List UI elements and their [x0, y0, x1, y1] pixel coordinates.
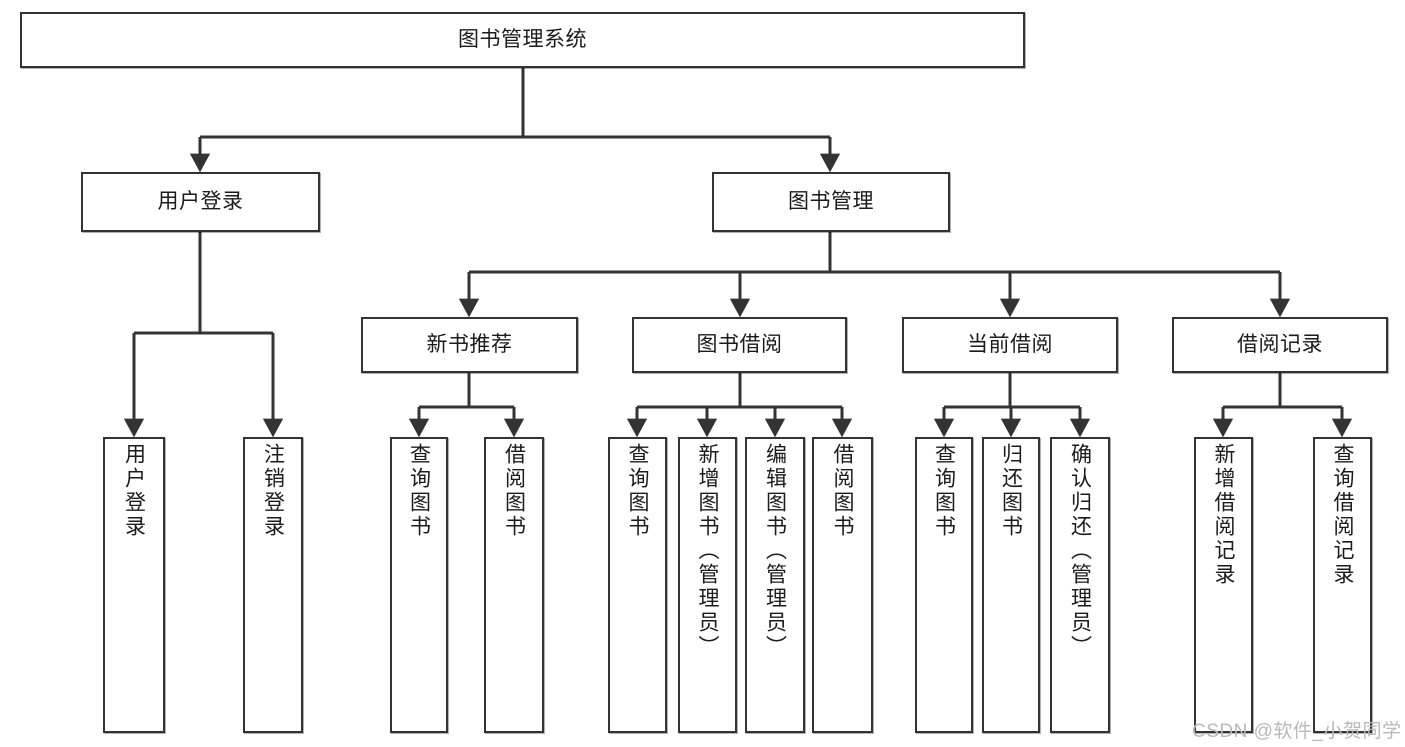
- leaf-query-book[interactable]: 查询图书: [608, 437, 667, 733]
- node-label: 图书管理: [788, 190, 874, 214]
- node-label: 查询图书: [626, 443, 649, 539]
- node-book-borrow[interactable]: 图书借阅: [632, 317, 847, 373]
- node-label: 当前借阅: [967, 333, 1053, 357]
- node-label: 查询图书: [932, 443, 956, 539]
- node-label: 注销登录: [261, 443, 285, 539]
- node-label: 图书借阅: [696, 333, 783, 357]
- node-root-book-management-system[interactable]: 图书管理系统: [20, 12, 1025, 68]
- node-new-book-recommend[interactable]: 新书推荐: [361, 317, 578, 373]
- node-book-management[interactable]: 图书管理: [712, 172, 950, 232]
- leaf-confirm-return-admin[interactable]: 确认归还（管理员）: [1050, 437, 1110, 733]
- node-label: 归还图书: [999, 443, 1023, 539]
- node-label: 查询图书: [407, 443, 431, 539]
- leaf-add-borrow-record[interactable]: 新增借阅记录: [1194, 437, 1253, 733]
- leaf-add-book-admin[interactable]: 新增图书（管理员）: [678, 437, 737, 733]
- node-borrow-record[interactable]: 借阅记录: [1172, 317, 1388, 373]
- node-label: 新增借阅记录: [1212, 443, 1235, 587]
- leaf-query-book-rec[interactable]: 查询图书: [390, 437, 448, 733]
- leaf-query-borrow-record[interactable]: 查询借阅记录: [1313, 437, 1372, 733]
- node-user-login[interactable]: 用户登录: [81, 172, 320, 232]
- node-label: 查询借阅记录: [1331, 443, 1354, 587]
- node-label: 借阅图书: [502, 443, 526, 539]
- node-label: 借阅记录: [1237, 333, 1323, 357]
- node-label: 新增图书（管理员）: [696, 443, 719, 659]
- leaf-logout[interactable]: 注销登录: [243, 437, 303, 733]
- leaf-return-book[interactable]: 归还图书: [982, 437, 1040, 733]
- leaf-user-login[interactable]: 用户登录: [103, 437, 165, 733]
- node-label: 图书管理系统: [458, 28, 587, 52]
- node-label: 编辑图书（管理员）: [763, 443, 787, 659]
- leaf-borrow-book[interactable]: 借阅图书: [812, 437, 873, 733]
- leaf-borrow-book-rec[interactable]: 借阅图书: [484, 437, 544, 733]
- node-label: 借阅图书: [831, 443, 854, 539]
- leaf-query-book-current[interactable]: 查询图书: [915, 437, 973, 733]
- node-label: 用户登录: [157, 190, 244, 214]
- node-label: 新书推荐: [426, 333, 513, 357]
- node-label: 确认归还（管理员）: [1068, 443, 1092, 659]
- node-label: 用户登录: [122, 443, 146, 539]
- node-current-borrow[interactable]: 当前借阅: [902, 317, 1118, 373]
- leaf-edit-book-admin[interactable]: 编辑图书（管理员）: [745, 437, 805, 733]
